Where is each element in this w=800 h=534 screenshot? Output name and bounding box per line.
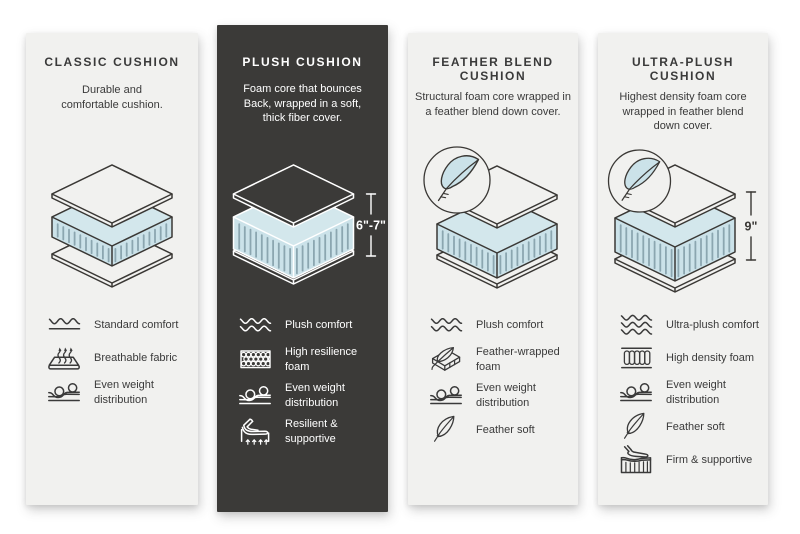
feature-label: High density foam [666, 351, 755, 364]
feature-label: Breathable fabric [94, 351, 178, 364]
top-cover-layer [232, 164, 355, 228]
panel-feather-blend-cushion: FEATHER BLEND CUSHION Structural foam co… [408, 33, 578, 505]
measurement-label: 6"-7" [356, 219, 386, 233]
wave-double-icon [430, 312, 462, 338]
foam-hatch-lines [441, 230, 553, 275]
panel-plush-cushion: PLUSH CUSHION Foam core that bounces Bac… [217, 25, 388, 512]
feather-badge-icon [607, 149, 672, 213]
feature-row: Even weight distribution [239, 381, 386, 410]
panel-title: ULTRA-PLUSH CUSHION [631, 55, 735, 83]
foam-hatch-lines [56, 223, 168, 263]
density-foam-icon [620, 345, 652, 371]
feature-row: Standard comfort [48, 312, 196, 338]
wave-triple-icon [620, 312, 652, 338]
feature-label: Feather soft [666, 420, 725, 433]
panel-description: Structural foam core wrapped in a feathe… [415, 91, 571, 118]
feature-label: Plush comfort [476, 318, 544, 331]
firm-icon [620, 445, 652, 474]
feather-icon [430, 415, 462, 443]
cushion-illustration: 6"-7" [217, 160, 388, 292]
feature-label: Standard comfort [94, 318, 179, 331]
feature-label: Plush comfort [285, 318, 353, 331]
feature-row: Firm & supportive [620, 445, 766, 474]
foam-hatch-lines [238, 223, 349, 275]
feature-label: Ultra-plush comfort [666, 318, 759, 331]
feather-foam-icon [430, 346, 462, 373]
panel-title: CLASSIC CUSHION [44, 55, 180, 69]
panel-ultra-plush-cushion: ULTRA-PLUSH CUSHION Highest density foam… [598, 33, 768, 505]
feature-row: Ultra-plush comfort [620, 312, 766, 338]
feature-row: Even weight distribution [48, 378, 196, 407]
feature-list: Plush comfort High resilience foam Even … [239, 312, 386, 453]
feature-row: Breathable fabric [48, 345, 196, 371]
feature-row: Resilient & supportive [239, 417, 386, 446]
feather-icon [620, 412, 652, 440]
feature-label: Feather soft [476, 423, 535, 436]
top-cover-layer [51, 164, 173, 228]
even-weight-icon [239, 383, 271, 409]
foam-cells-icon [239, 347, 271, 373]
panel-description: Foam core that bounces Back, wrapped in … [243, 83, 362, 124]
measurement-label: 9" [745, 220, 758, 234]
feature-row: Feather soft [620, 412, 766, 440]
resilient-icon [239, 417, 271, 445]
feature-label: Even weight distribution [666, 379, 726, 406]
even-weight-icon [620, 380, 652, 406]
feature-label: Even weight distribution [94, 379, 154, 406]
panel-description: Durable and comfortable cushion. [61, 84, 163, 111]
feature-label: Firm & supportive [666, 453, 753, 466]
feature-list: Standard comfort Breathable fabric Even … [48, 312, 196, 414]
foam-hatch-lines [619, 224, 731, 278]
wave-single-icon [48, 312, 80, 338]
feature-row: High density foam [620, 345, 766, 371]
measurement-bracket [745, 191, 757, 261]
feature-label: Even weight distribution [476, 382, 536, 409]
cushion-illustration: 9" [598, 147, 769, 297]
wave-double-icon [239, 312, 271, 338]
feature-row: Even weight distribution [430, 381, 576, 410]
feature-label: Resilient & supportive [285, 418, 338, 445]
panel-title: PLUSH CUSHION [242, 55, 363, 69]
feature-row: Plush comfort [430, 312, 576, 338]
feather-badge-icon [423, 146, 491, 214]
feature-label: High resilience foam [285, 346, 358, 373]
even-weight-icon [48, 380, 80, 406]
panel-title: FEATHER BLEND CUSHION [432, 55, 554, 83]
feature-list: Plush comfort Feather-wrapped foam Even … [430, 312, 576, 450]
feature-row: Plush comfort [239, 312, 386, 338]
measurement-bracket [365, 193, 377, 257]
cushion-illustration [408, 146, 578, 294]
feature-row: Feather soft [430, 415, 576, 443]
feature-row: Feather-wrapped foam [430, 345, 576, 374]
even-weight-icon [430, 383, 462, 409]
feature-label: Even weight distribution [285, 382, 345, 409]
feature-label: Feather-wrapped foam [476, 346, 560, 373]
cushion-illustration [26, 161, 198, 293]
breathable-icon [48, 345, 80, 371]
panel-classic-cushion: CLASSIC CUSHION Durable and comfortable … [26, 33, 198, 505]
panel-description: Highest density foam core wrapped in fea… [619, 91, 747, 132]
feature-row: High resilience foam [239, 345, 386, 374]
feature-row: Even weight distribution [620, 378, 766, 407]
